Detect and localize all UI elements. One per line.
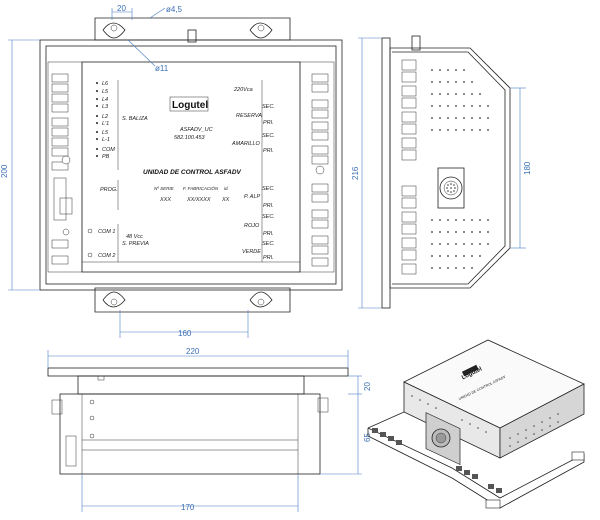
label-prog: PROG. [100, 187, 118, 193]
bottom-slot-right [249, 291, 273, 308]
label-com2: COM 2 [98, 253, 115, 259]
screw-icon [61, 155, 71, 165]
dim-220: 220 [186, 347, 200, 356]
isometric-view: Logutel UNIDAD DE CONTROL ASFADV [367, 339, 585, 509]
label-pri-reserva: PRI. [263, 120, 274, 126]
dim-200: 200 [0, 164, 9, 178]
screw-icon [62, 228, 70, 236]
fab-label: F. FABRICACIÓN [183, 185, 219, 191]
cable-gland [411, 35, 421, 51]
dim-170: 170 [181, 503, 195, 512]
label-l2: L2 [102, 114, 108, 120]
left-terminals [51, 73, 73, 265]
dim-65: 65 [363, 433, 372, 442]
label-pri-rojo: PRI. [263, 231, 274, 237]
label-48vcc: 48 Vcc [126, 234, 143, 240]
logutel-logo: Logutel [172, 100, 208, 111]
label-s-previa: S. PREVIA [122, 241, 149, 247]
label-l5: L5 [102, 89, 109, 95]
label-sec-amarillo: SEC. [262, 133, 275, 139]
side-view: 216 180 [351, 35, 532, 309]
iso-mounting-foot [571, 451, 585, 461]
dim-180: 180 [523, 161, 532, 175]
iso-right-face [499, 383, 585, 459]
bottom-slot-left [102, 291, 126, 308]
label-com: COM [102, 147, 115, 153]
round-connector-icon [439, 176, 463, 200]
right-terminals [311, 73, 329, 267]
nserie-value: XXX [159, 197, 171, 203]
label-reserva: RESERVA [236, 113, 262, 119]
fab-value: XX/XXXX [186, 197, 211, 203]
label-220vca: 220Vca [233, 87, 253, 93]
bottom-view: 220 20 65 170 [47, 347, 372, 512]
label-verde: VERDE [242, 249, 261, 255]
label-sec-verde: SEC. [262, 241, 275, 247]
id-label: id. [224, 186, 229, 191]
dim-216: 216 [351, 166, 360, 180]
label-com1: COM 1 [98, 229, 115, 235]
label-sec-reserva: SEC. [262, 104, 275, 110]
dim-phi45: ø4,5 [166, 5, 183, 14]
id-value: XX [221, 197, 230, 203]
label-l6: L6 [102, 81, 109, 87]
enclosure-outline [39, 39, 343, 291]
part-number: 582.100.453 [174, 135, 206, 141]
vent-pattern [431, 69, 489, 269]
top-slot-right [249, 22, 273, 39]
unit-title: UNIDAD DE CONTROL ASFADV [143, 169, 242, 176]
dim-phi11: ø11 [155, 64, 169, 73]
label-sec-palp: SEC. [262, 186, 275, 192]
nserie-label: Nº SERIE [154, 186, 175, 191]
label-amarillo: AMARILLO [231, 141, 261, 147]
label-s-baliza: S. BALIZA [122, 116, 148, 122]
label-p-alp: P. ALP [244, 194, 261, 200]
model-code: ASFADV_UC [179, 127, 213, 133]
iso-mounting-foot [485, 499, 501, 509]
dim-20-top: 20 [117, 4, 126, 13]
label-l1: L'1 [102, 121, 109, 127]
label-sec-rojo: SEC. [262, 214, 275, 220]
dim-160: 160 [178, 329, 192, 338]
label-pri-verde: PRI. [263, 255, 274, 261]
front-view: L6 L5 L4 L3 L2 L'1 L5 L-1 COM PB S. BALI… [0, 4, 343, 338]
label-l4: L4 [102, 97, 108, 103]
dim-20-side: 20 [363, 382, 372, 391]
label-rojo: ROJO [244, 223, 260, 229]
side-terminals [401, 59, 417, 275]
connector-flange [437, 167, 465, 209]
cable-gland [187, 29, 197, 43]
screw-icon [315, 165, 325, 175]
label-l-1: L-1 [102, 137, 110, 143]
label-pri-amarillo: PRI. [263, 148, 274, 154]
label-pb: PB [102, 154, 110, 160]
label-pri-palp: PRI. [263, 203, 274, 209]
top-slot-left [102, 22, 126, 39]
label-l5b: L5 [102, 130, 109, 136]
label-l3: L3 [102, 104, 109, 110]
